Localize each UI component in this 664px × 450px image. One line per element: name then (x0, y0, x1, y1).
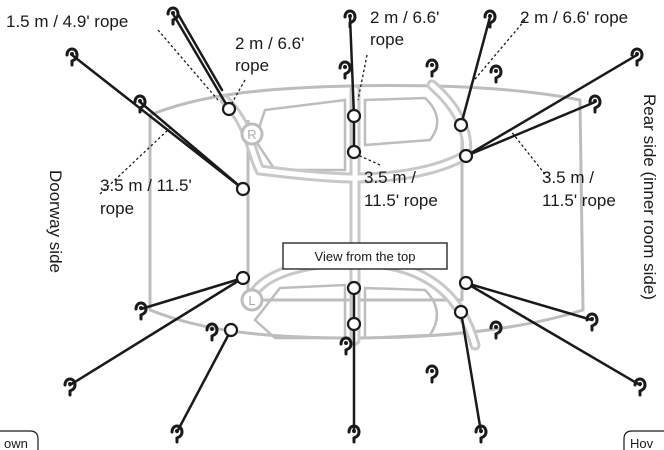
rope (176, 12, 224, 92)
rope (68, 276, 245, 387)
ring (346, 108, 362, 124)
peg-icon (339, 336, 353, 356)
label-3-5m-center-line2: 11.5' rope (364, 191, 438, 210)
svg-text:own: own (4, 436, 28, 450)
corner-tag-right: Hov (623, 430, 664, 450)
peg-icon (134, 301, 148, 321)
guy-ropes (68, 12, 642, 434)
rope (459, 15, 492, 127)
peg-icon (633, 377, 647, 397)
view-caption: View from the top (282, 242, 448, 270)
ring (221, 101, 237, 117)
label-3-5m-right-line2: 11.5' rope (542, 191, 616, 210)
tent-windows (253, 96, 439, 340)
rope (138, 100, 245, 191)
leader-lines (99, 19, 549, 195)
window-bottom-right (363, 286, 439, 340)
peg-icon (585, 312, 599, 332)
rope (171, 12, 231, 111)
peg-icon (338, 60, 352, 80)
anchor-rings (221, 101, 474, 338)
label-3-5m-center-line1: 3.5 m / (364, 168, 416, 187)
peg-icon (63, 377, 77, 397)
ring (458, 148, 474, 164)
pole-marker-right: R (240, 122, 264, 146)
peg-icon (425, 364, 439, 384)
ring (346, 144, 362, 160)
caption-text: View from the top (315, 249, 416, 264)
svg-text:L: L (248, 293, 255, 308)
ring (223, 322, 239, 338)
peg-icon (425, 58, 439, 78)
window-top-right (363, 96, 439, 147)
rope (175, 328, 233, 434)
ring (346, 280, 362, 296)
window-bottom-left (253, 283, 347, 340)
ring (458, 275, 474, 291)
corner-tag-left: own (0, 430, 39, 450)
label-3-5m-right-line1: 3.5 m / (542, 168, 594, 187)
rope (464, 281, 642, 387)
rope-labels: 1.5 m / 4.9' rope 2 m / 6.6' rope 2 m / … (6, 8, 628, 218)
rear-side-label: Rear side (inner room side) (640, 94, 659, 300)
ring (235, 181, 251, 197)
svg-text:Hov: Hov (630, 436, 654, 450)
rope (348, 15, 356, 118)
rope (464, 100, 597, 158)
pole-marker-left: L (240, 288, 264, 312)
ring (346, 316, 362, 332)
label-1-5m-rope: 1.5 m / 4.9' rope (6, 12, 128, 31)
ring (453, 117, 469, 133)
rope (464, 281, 594, 322)
label-3-5m-left-line1: 3.5 m / 11.5' (100, 176, 192, 195)
label-2m-right: 2 m / 6.6' rope (520, 8, 628, 27)
label-2m-left-line2: rope (235, 56, 269, 75)
label-2m-center-line2: rope (370, 30, 404, 49)
rope (139, 276, 245, 311)
tent-outline (148, 84, 585, 340)
peg-icon (170, 424, 184, 444)
doorway-side-label: Doorway side (46, 170, 65, 273)
peg-icon (489, 64, 503, 84)
window-top-left (253, 98, 347, 172)
label-2m-left-line1: 2 m / 6.6' (235, 34, 304, 53)
label-2m-center-line1: 2 m / 6.6' (370, 8, 439, 27)
tent-body-outline (148, 84, 585, 340)
label-3-5m-left-line2: rope (100, 199, 134, 218)
rope (459, 310, 483, 434)
svg-text:R: R (247, 127, 256, 142)
peg-icon (65, 47, 79, 67)
ring (453, 304, 469, 320)
rope (464, 53, 639, 158)
rope (70, 53, 245, 191)
ring (235, 270, 251, 286)
